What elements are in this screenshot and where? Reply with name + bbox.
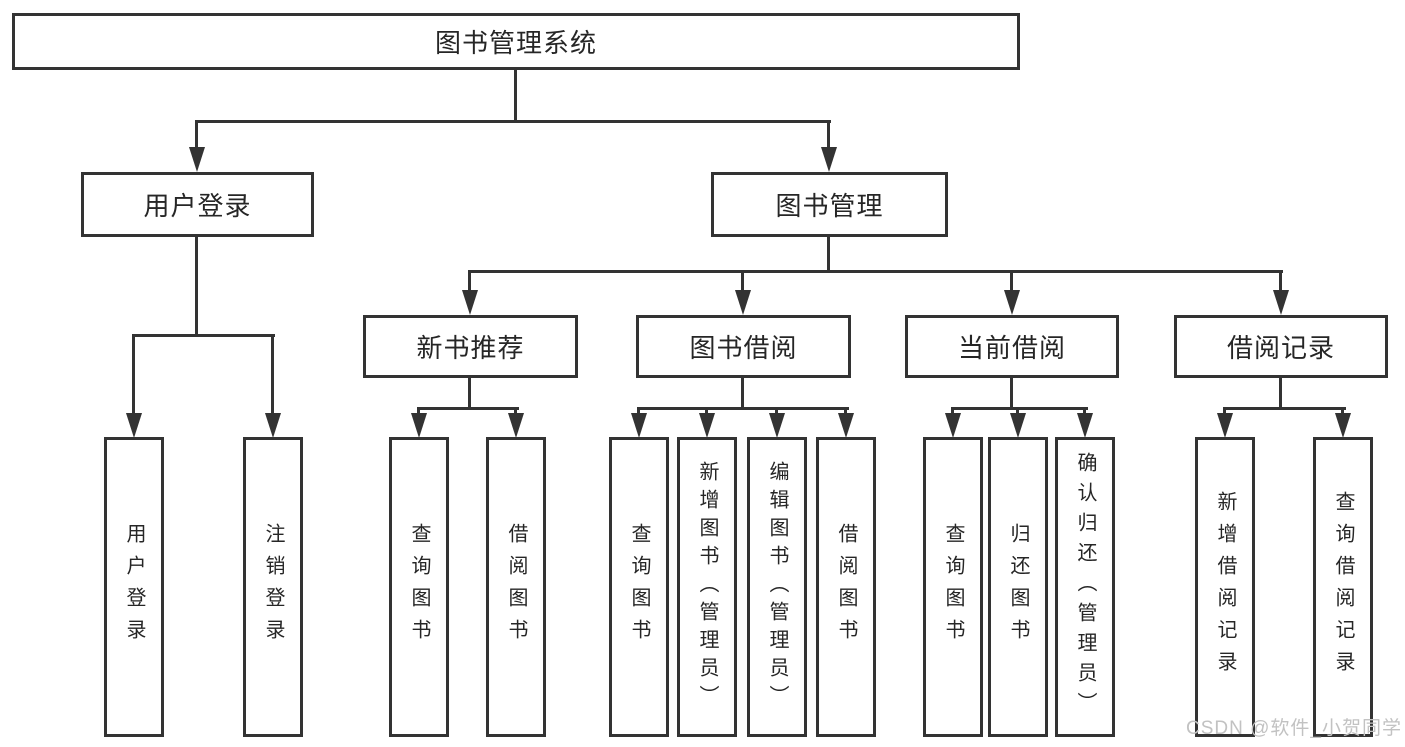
connector-line [775,407,778,417]
node-book-management: 图书管理 [711,172,948,237]
arrowhead-icon [411,413,427,438]
leaf-label: 借阅图书 [505,523,527,651]
leaf-query-books-current: 查询图书 [923,437,983,737]
arrowhead-icon [1004,290,1020,315]
leaf-query-borrow-record: 查询借阅记录 [1313,437,1373,737]
connector-line [1010,270,1013,292]
node-new-book-recommend: 新书推荐 [363,315,578,378]
arrowhead-icon [699,413,715,438]
leaf-label: 查询图书 [408,523,430,651]
leaf-label: 新增图书（管理员） [696,461,718,713]
leaf-label: 用户登录 [123,523,145,651]
connector-line [1279,270,1282,292]
arrowhead-icon [735,290,751,315]
connector-line [844,407,847,417]
arrowhead-icon [631,413,647,438]
connector-line [1223,407,1346,410]
leaf-label: 注销登录 [262,523,284,651]
connector-line [951,407,1088,410]
arrowhead-icon [1077,413,1093,438]
arrowhead-icon [265,413,281,438]
arrowhead-icon [821,147,837,172]
leaf-label: 归还图书 [1007,523,1029,651]
leaf-logout: 注销登录 [243,437,303,737]
connector-line [827,120,830,150]
arrowhead-icon [462,290,478,315]
leaf-label: 借阅图书 [835,523,857,651]
leaf-label: 查询图书 [628,523,650,651]
connector-line [195,237,198,337]
arrowhead-icon [1273,290,1289,315]
leaf-label: 确认归还（管理员） [1074,452,1096,722]
node-borrow-records: 借阅记录 [1174,315,1388,378]
connector-line [514,69,517,123]
leaf-confirm-return-admin: 确认归还（管理员） [1055,437,1115,737]
connector-line [1083,407,1086,417]
leaf-label: 新增借阅记录 [1214,491,1236,683]
connector-line [417,407,519,410]
leaf-query-books-recommend: 查询图书 [389,437,449,737]
leaf-label: 查询图书 [942,523,964,651]
node-book-borrow: 图书借阅 [636,315,851,378]
connector-line [1279,378,1282,410]
connector-line [195,120,198,150]
connector-line [1010,378,1013,410]
watermark: CSDN @软件_小贺同学 [1186,718,1402,739]
connector-line [132,334,135,414]
arrowhead-icon [508,413,524,438]
connector-line [637,407,849,410]
connector-line [195,120,831,123]
arrowhead-icon [769,413,785,438]
arrowhead-icon [189,147,205,172]
connector-line [741,378,744,410]
connector-line [1341,407,1344,417]
leaf-label: 编辑图书（管理员） [766,461,788,713]
connector-line [132,334,275,337]
connector-line [1016,407,1019,417]
leaf-borrow-books-recommend: 借阅图书 [486,437,546,737]
node-user-login: 用户登录 [81,172,314,237]
arrowhead-icon [1010,413,1026,438]
connector-line [468,270,1283,273]
arrowhead-icon [1217,413,1233,438]
connector-line [417,407,420,417]
leaf-edit-book-admin: 编辑图书（管理员） [747,437,807,737]
connector-line [514,407,517,417]
connector-line [1223,407,1226,417]
connector-line [468,270,471,292]
node-current-borrow: 当前借阅 [905,315,1119,378]
leaf-label: 查询借阅记录 [1332,491,1354,683]
connector-line [951,407,954,417]
node-library-system: 图书管理系统 [12,13,1020,70]
arrowhead-icon [126,413,142,438]
arrowhead-icon [945,413,961,438]
leaf-borrow-books: 借阅图书 [816,437,876,737]
leaf-add-book-admin: 新增图书（管理员） [677,437,737,737]
arrowhead-icon [1335,413,1351,438]
connector-line [468,378,471,410]
connector-line [705,407,708,417]
arrowhead-icon [838,413,854,438]
connector-line [271,334,274,414]
leaf-return-book: 归还图书 [988,437,1048,737]
leaf-add-borrow-record: 新增借阅记录 [1195,437,1255,737]
connector-line [637,407,640,417]
leaf-user-login: 用户登录 [104,437,164,737]
leaf-query-books-borrow: 查询图书 [609,437,669,737]
connector-line [827,237,830,273]
connector-line [741,270,744,292]
